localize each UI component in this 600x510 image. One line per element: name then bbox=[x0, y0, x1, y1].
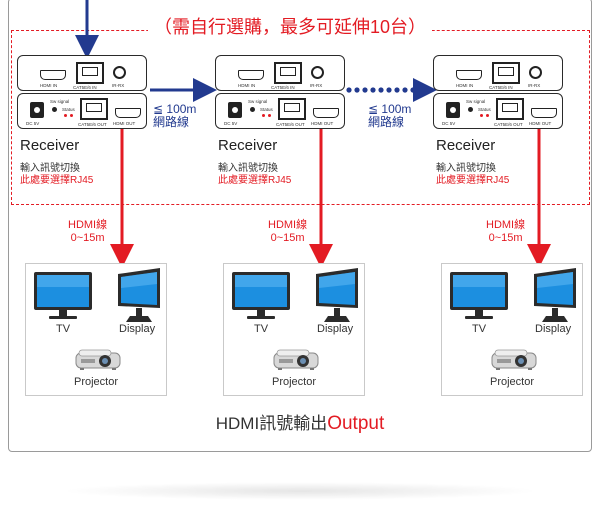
display-icon bbox=[316, 268, 358, 322]
hdmi-cable-label: HDMI線 0~15m bbox=[68, 219, 108, 244]
receiver-rj45-note: 此處要選擇RJ45 bbox=[20, 175, 94, 186]
output-devices-panel-2: TV Display Projector bbox=[223, 263, 365, 396]
receiver-front-panel: HDMI IN CAT5E/6 IN IR-RX bbox=[433, 55, 563, 91]
hdmi-in-port-icon bbox=[456, 70, 482, 80]
receiver-title: Receiver bbox=[20, 137, 80, 154]
output-caption-text: HDMI訊號輸出 bbox=[215, 414, 328, 433]
tv-icon bbox=[450, 272, 508, 319]
status-led-icon bbox=[64, 114, 67, 117]
display-icon bbox=[118, 268, 160, 322]
display-label: Display bbox=[535, 323, 572, 335]
projector-icon bbox=[75, 349, 121, 370]
receiver-title: Receiver bbox=[436, 137, 496, 154]
hdmi-cable-label: HDMI線 0~15m bbox=[486, 219, 526, 244]
ir-rx-port-icon bbox=[529, 66, 542, 79]
receiver-input-switch-label: 輸入訊號切換 bbox=[20, 163, 80, 174]
receiver-front-panel: HDMI IN CAT5E/6 IN IR-RX bbox=[17, 55, 147, 91]
distance-label: ≦ 100m 網路線 bbox=[368, 102, 412, 129]
projector-label: Projector bbox=[490, 376, 535, 388]
hdmi-out-port-icon bbox=[531, 108, 557, 118]
receiver-rear-panel: Sw signal Status DC 5V CAT5E/6 OUT HDMI … bbox=[17, 93, 147, 129]
status-led-icon bbox=[262, 114, 265, 117]
rj45-out-port-icon bbox=[278, 98, 306, 120]
hdmi-in-port-icon bbox=[238, 70, 264, 80]
display-icon bbox=[534, 268, 576, 322]
receiver-input-switch-label: 輸入訊號切換 bbox=[218, 163, 278, 174]
rj45-out-port-icon bbox=[80, 98, 108, 120]
rj45-in-port-icon bbox=[274, 62, 302, 84]
tv-label: TV bbox=[472, 323, 487, 335]
status-led-icon bbox=[268, 114, 271, 117]
projector-label: Projector bbox=[272, 376, 317, 388]
hdmi-in-port-icon bbox=[40, 70, 66, 80]
display-label: Display bbox=[119, 323, 156, 335]
rj45-in-port-icon bbox=[492, 62, 520, 84]
frame-shadow bbox=[60, 482, 540, 500]
projector-icon bbox=[491, 349, 537, 370]
tv-icon bbox=[232, 272, 290, 319]
ir-rx-port-icon bbox=[311, 66, 324, 79]
expansion-note: （需自行選購，最多可延伸10台） bbox=[148, 16, 433, 38]
tv-label: TV bbox=[56, 323, 71, 335]
receiver-title: Receiver bbox=[218, 137, 278, 154]
output-caption-highlight: Output bbox=[327, 413, 385, 434]
dc-power-port-icon bbox=[228, 102, 242, 118]
output-devices-panel-3: TV Display Projector bbox=[441, 263, 583, 396]
hdmi-cable-label: HDMI線 0~15m bbox=[268, 219, 308, 244]
dc-power-port-icon bbox=[30, 102, 44, 118]
dc-power-port-icon bbox=[446, 102, 460, 118]
display-label: Display bbox=[317, 323, 354, 335]
output-devices-panel-1: TV Display Projector bbox=[25, 263, 167, 396]
receiver-rear-panel: Sw signal Status DC 5V CAT5E/6 OUT HDMI … bbox=[433, 93, 563, 129]
continuation-dots bbox=[346, 87, 416, 93]
tv-label: TV bbox=[254, 323, 269, 335]
switch-button-icon bbox=[52, 107, 57, 112]
tv-icon bbox=[34, 272, 92, 319]
receiver-input-switch-label: 輸入訊號切換 bbox=[436, 163, 496, 174]
receiver-rj45-note: 此處要選擇RJ45 bbox=[436, 175, 510, 186]
ir-rx-port-icon bbox=[113, 66, 126, 79]
projector-label: Projector bbox=[74, 376, 119, 388]
distance-label: ≦ 100m 網路線 bbox=[153, 102, 197, 129]
receiver-rj45-note: 此處要選擇RJ45 bbox=[218, 175, 292, 186]
status-led-icon bbox=[70, 114, 73, 117]
rj45-in-port-icon bbox=[76, 62, 104, 84]
status-led-icon bbox=[480, 114, 483, 117]
receiver-front-panel: HDMI IN CAT5E/6 IN IR-RX bbox=[215, 55, 345, 91]
switch-button-icon bbox=[250, 107, 255, 112]
receiver-rear-panel: Sw signal Status DC 5V CAT5E/6 OUT HDMI … bbox=[215, 93, 345, 129]
hdmi-out-port-icon bbox=[115, 108, 141, 118]
rj45-out-port-icon bbox=[496, 98, 524, 120]
hdmi-out-port-icon bbox=[313, 108, 339, 118]
projector-icon bbox=[273, 349, 319, 370]
switch-button-icon bbox=[468, 107, 473, 112]
status-led-icon bbox=[486, 114, 489, 117]
output-caption: HDMI訊號輸出Output bbox=[0, 409, 600, 435]
